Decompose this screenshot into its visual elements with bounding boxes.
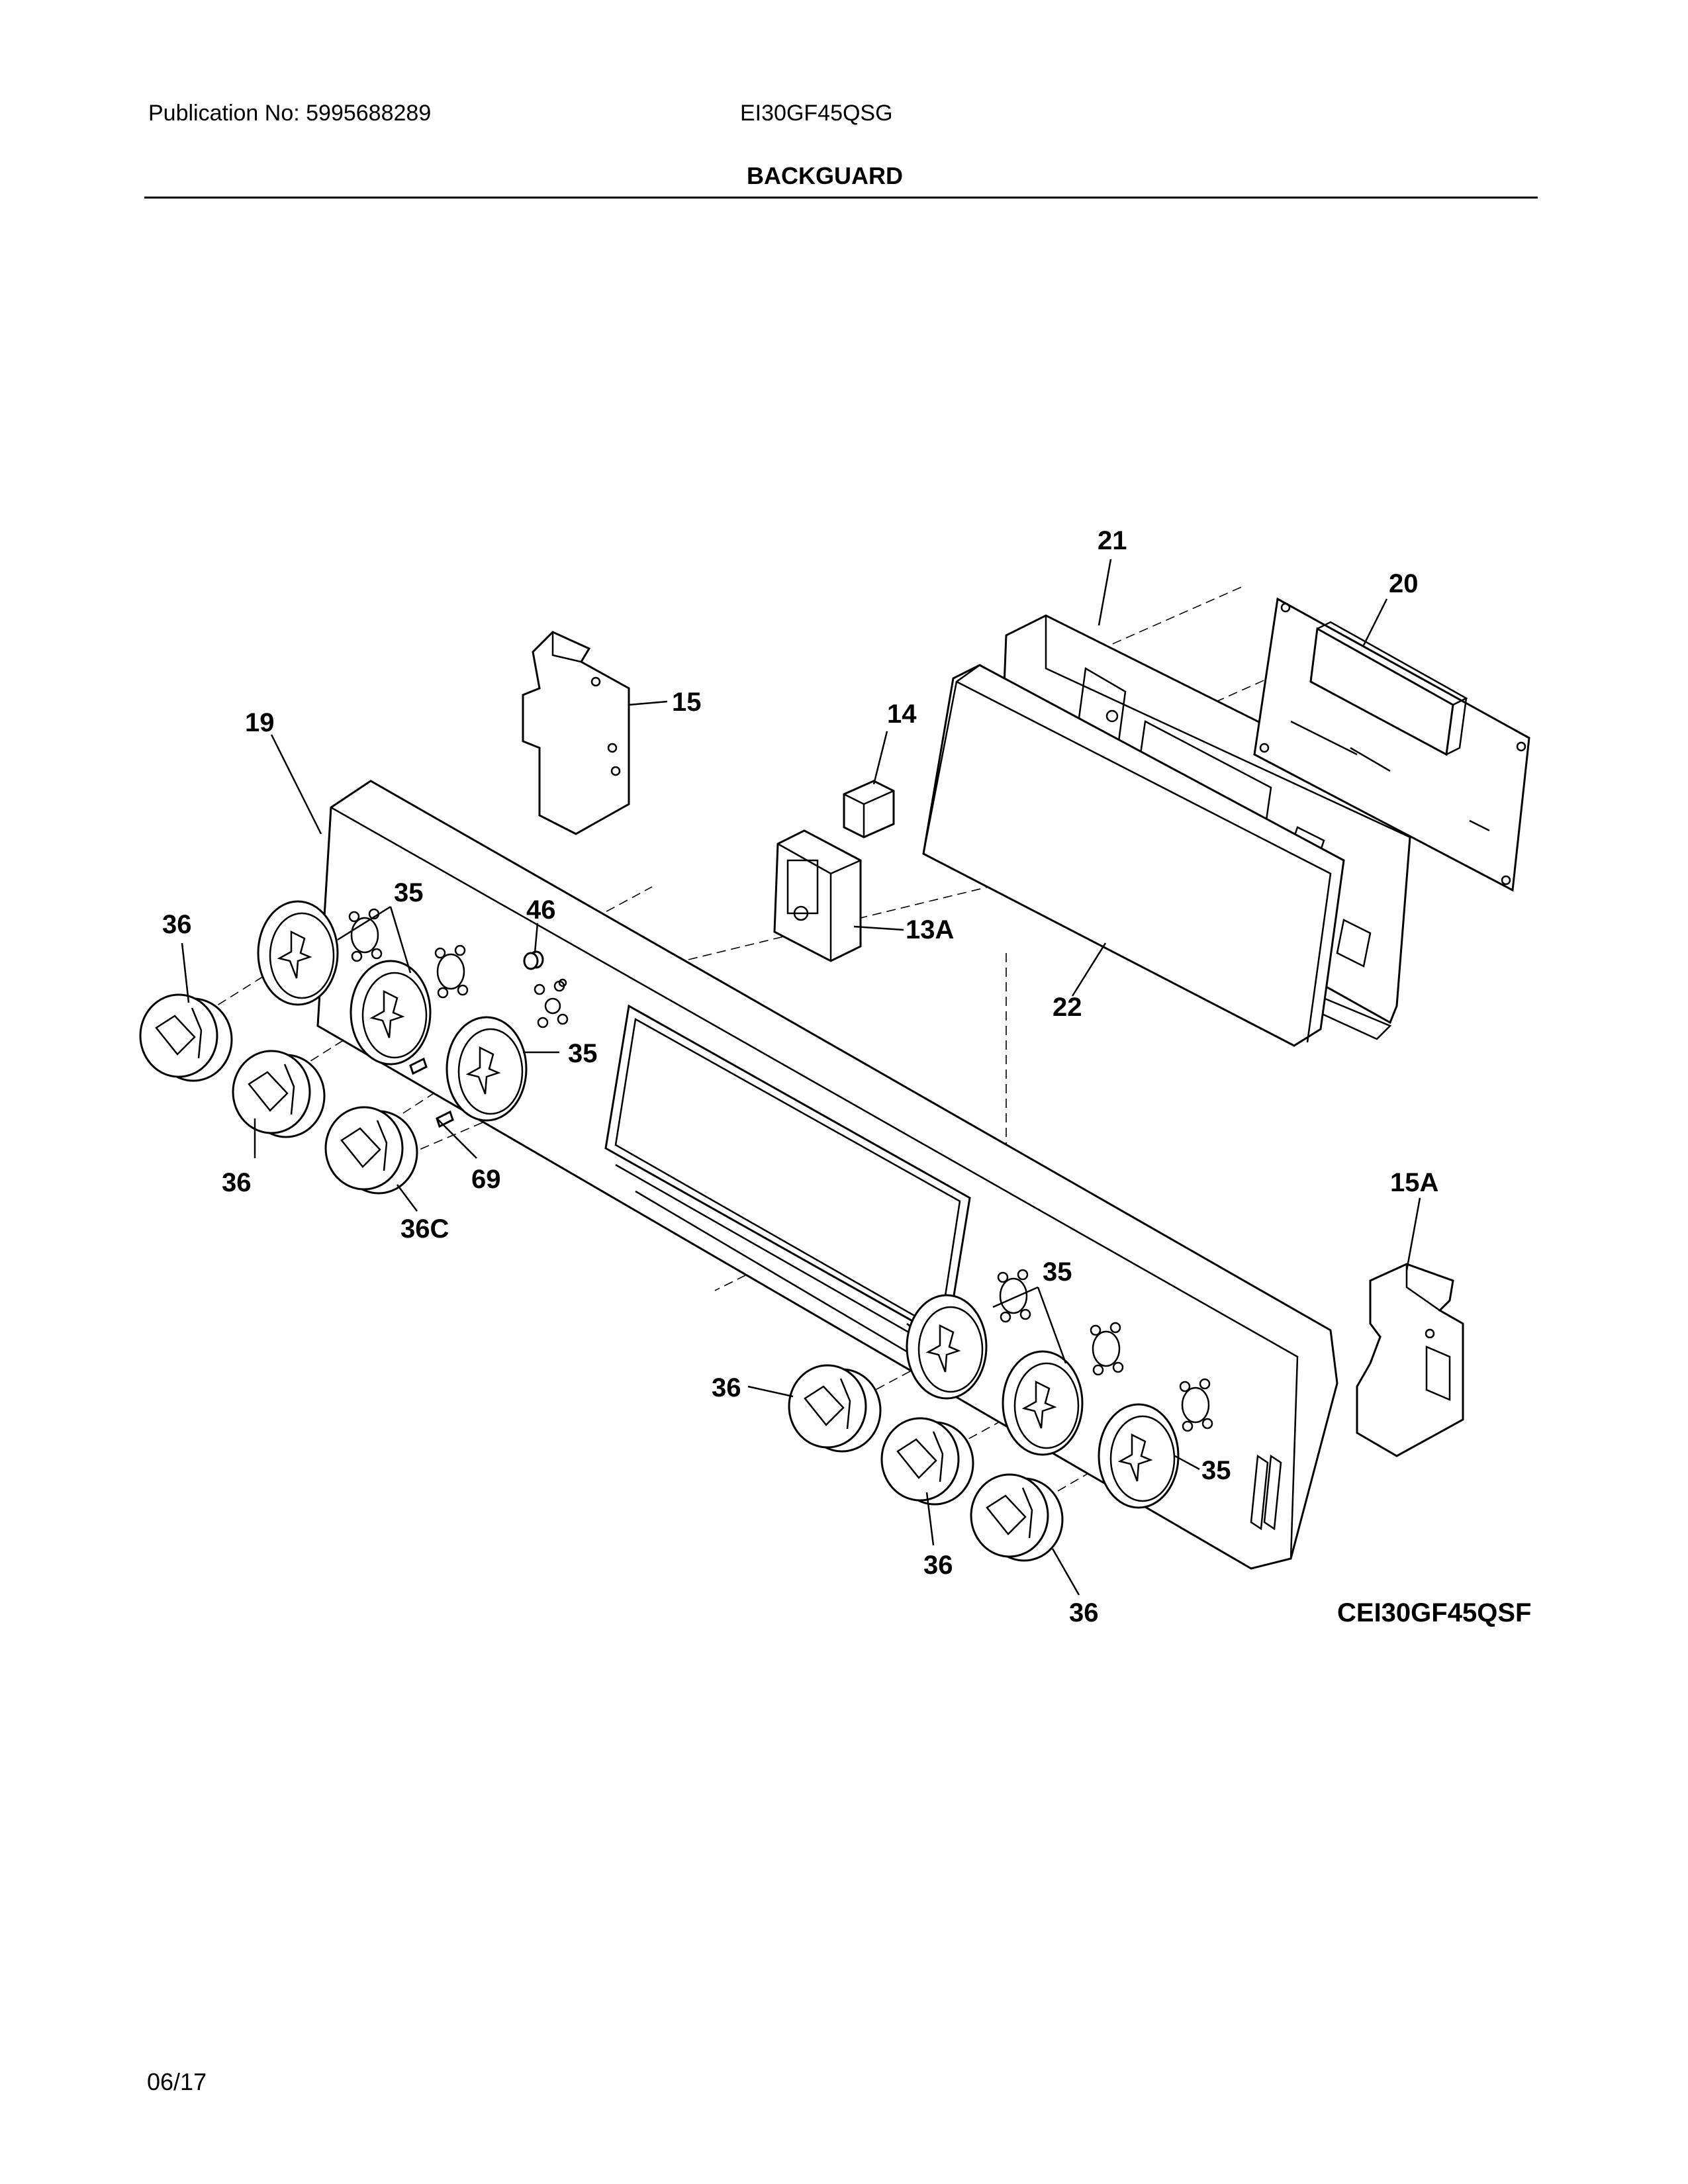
footer-date: 06/17 <box>147 2068 207 2095</box>
control-board <box>1253 597 1530 892</box>
timer-module <box>773 829 862 962</box>
model-number: EI30GF45QSG <box>740 101 893 126</box>
display-glass <box>922 664 1345 1047</box>
label-35-c: 35 <box>1043 1257 1072 1287</box>
publication-number: Publication No: 5995688289 <box>148 101 432 126</box>
label-20: 20 <box>1389 569 1419 598</box>
small-switch <box>843 780 895 839</box>
label-15A: 15A <box>1390 1168 1438 1197</box>
label-36C: 36C <box>400 1214 449 1244</box>
label-21: 21 <box>1098 526 1127 555</box>
label-35-a: 35 <box>568 1039 598 1068</box>
label-36-d: 36 <box>923 1551 953 1580</box>
bracket-left <box>522 631 630 835</box>
label-36-e: 36 <box>1069 1598 1099 1627</box>
section-title: BACKGUARD <box>747 162 903 189</box>
label-35-b: 35 <box>394 878 424 907</box>
label-35-d: 35 <box>1201 1456 1231 1485</box>
part-labels: 15 14 13A 21 20 22 19 36 36 36C 69 46 35… <box>162 526 1531 1627</box>
label-19: 19 <box>245 708 275 737</box>
label-13A: 13A <box>906 915 954 944</box>
label-15: 15 <box>672 688 702 717</box>
bracket-right <box>1356 1263 1464 1457</box>
label-69: 69 <box>471 1165 501 1194</box>
label-46: 46 <box>526 895 556 925</box>
indicator-light <box>523 950 544 970</box>
diagram-code: CEI30GF45QSF <box>1337 1598 1531 1627</box>
label-22: 22 <box>1053 993 1082 1022</box>
label-36-c: 36 <box>712 1373 741 1402</box>
label-14: 14 <box>887 700 917 729</box>
header-rule <box>144 197 1538 199</box>
panel-switch-holes <box>348 908 1213 1432</box>
leader-lines <box>181 559 1421 1596</box>
label-36-b: 36 <box>222 1168 252 1197</box>
label-36-a: 36 <box>162 910 192 939</box>
